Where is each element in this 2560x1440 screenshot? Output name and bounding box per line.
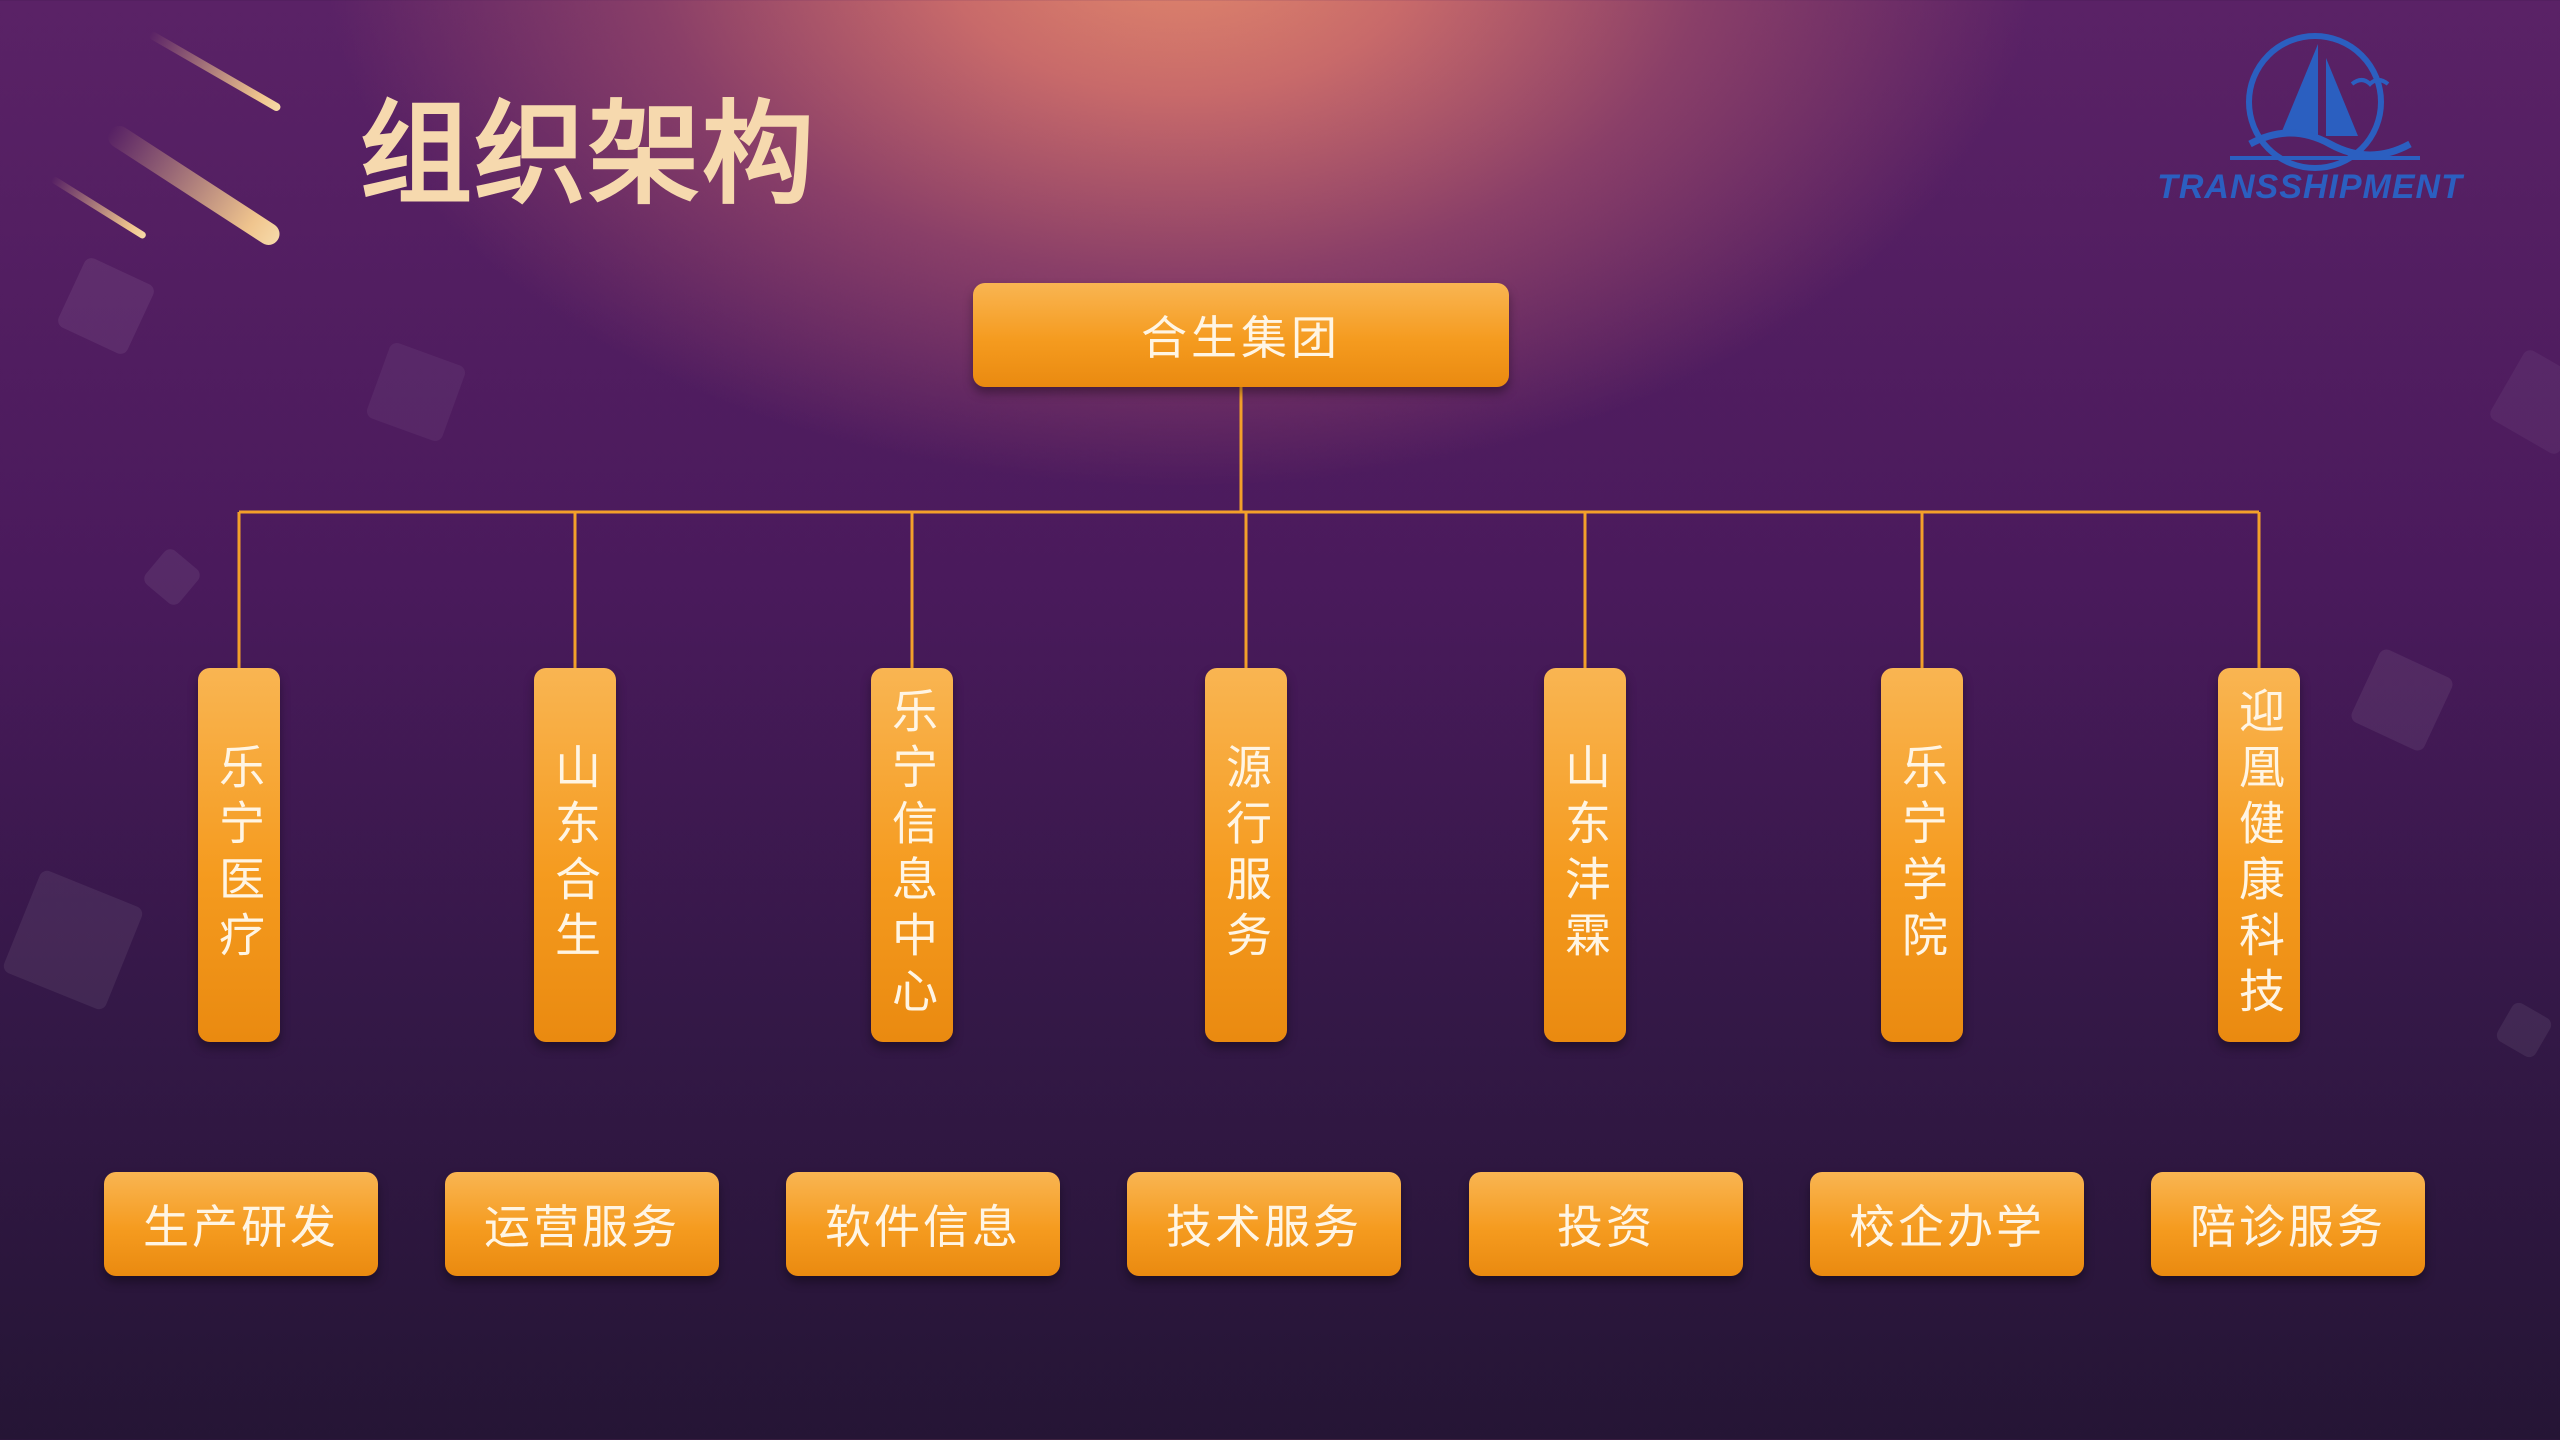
company-name: 乐宁医疗 xyxy=(198,743,280,967)
company-name: 山东沣霖 xyxy=(1544,743,1626,967)
company-box: 山东沣霖 xyxy=(1544,668,1626,1042)
org-root-label: 合生集团 xyxy=(1141,302,1341,368)
role-label: 生产研发 xyxy=(143,1191,339,1257)
role-box: 运营服务 xyxy=(445,1172,719,1276)
role-box: 技术服务 xyxy=(1127,1172,1401,1276)
company-box: 乐宁学院 xyxy=(1881,668,1963,1042)
role-box: 投资 xyxy=(1469,1172,1743,1276)
company-box: 迎凰健康科技 xyxy=(2218,668,2300,1042)
role-box: 软件信息 xyxy=(786,1172,1060,1276)
company-box: 乐宁信息中心 xyxy=(871,668,953,1042)
company-name: 乐宁信息中心 xyxy=(871,687,953,1023)
role-box: 生产研发 xyxy=(104,1172,378,1276)
company-box: 乐宁医疗 xyxy=(198,668,280,1042)
company-box: 山东合生 xyxy=(534,668,616,1042)
company-name: 源行服务 xyxy=(1205,743,1287,967)
role-label: 软件信息 xyxy=(825,1191,1021,1257)
role-box: 陪诊服务 xyxy=(2151,1172,2425,1276)
role-label: 运营服务 xyxy=(484,1191,680,1257)
org-root-box: 合生集团 xyxy=(973,283,1509,387)
role-label: 陪诊服务 xyxy=(2190,1191,2386,1257)
role-label: 技术服务 xyxy=(1166,1191,1362,1257)
role-label: 投资 xyxy=(1557,1191,1655,1257)
company-box: 源行服务 xyxy=(1205,668,1287,1042)
company-name: 乐宁学院 xyxy=(1881,743,1963,967)
company-name: 迎凰健康科技 xyxy=(2218,687,2300,1023)
role-label: 校企办学 xyxy=(1849,1191,2045,1257)
role-box: 校企办学 xyxy=(1810,1172,2084,1276)
company-name: 山东合生 xyxy=(534,743,616,967)
